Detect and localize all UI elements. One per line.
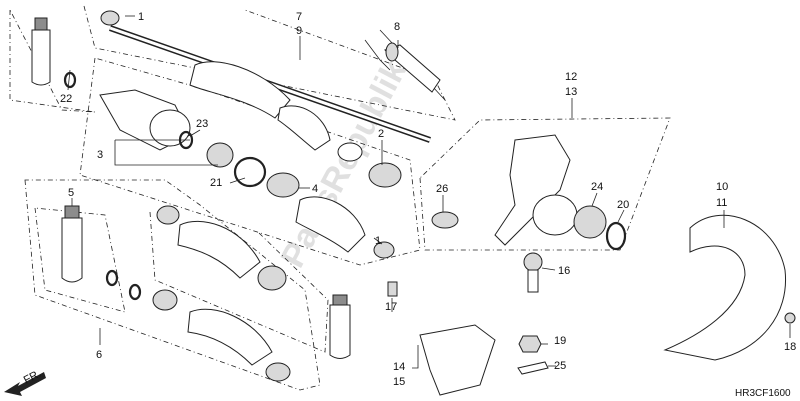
callout-26: 26 bbox=[436, 183, 448, 195]
boot-kit-sub-box bbox=[149, 211, 329, 353]
seal-26 bbox=[431, 211, 459, 229]
callout-9: 9 bbox=[296, 25, 302, 37]
band-clamp-kit-1 bbox=[156, 205, 180, 225]
grease-group-box bbox=[9, 9, 96, 113]
spider-bearing bbox=[206, 142, 234, 168]
band-clamp-kit-2 bbox=[257, 265, 287, 291]
callout-3: 3 bbox=[97, 149, 103, 161]
grease-tube-kit bbox=[329, 304, 351, 359]
grease-tube-5-cap bbox=[64, 205, 80, 219]
callout-12: 12 bbox=[565, 71, 577, 83]
inner-joint-cup bbox=[149, 109, 191, 147]
callout-6: 6 bbox=[96, 349, 102, 361]
leader-23 bbox=[189, 129, 201, 137]
callout-14: 14 bbox=[393, 361, 405, 373]
bracket-14 bbox=[419, 324, 496, 396]
callout-2: 2 bbox=[378, 128, 384, 140]
grease-tube-top-cap bbox=[34, 17, 48, 31]
snap-ring-b bbox=[128, 283, 142, 301]
callout-24: 24 bbox=[591, 181, 603, 193]
callout-11: 11 bbox=[716, 197, 727, 209]
shaft-boot-inner bbox=[189, 61, 291, 119]
callout-1-top: 1 bbox=[138, 11, 144, 23]
shaft-boot-outer bbox=[277, 105, 331, 151]
callout-20: 20 bbox=[617, 199, 629, 211]
boot-kit-upper bbox=[177, 220, 261, 279]
direction-label: FR. bbox=[22, 368, 43, 387]
ball-joint-16-stud bbox=[527, 269, 539, 293]
leader-21 bbox=[229, 177, 246, 184]
outer-joint-head bbox=[337, 142, 363, 162]
bearing-24 bbox=[573, 205, 607, 239]
band-clamp-kit-4 bbox=[265, 362, 291, 382]
snap-ring-22 bbox=[63, 71, 77, 89]
leader-14-15 bbox=[412, 345, 419, 369]
callout-5: 5 bbox=[68, 187, 74, 199]
callout-19: 19 bbox=[554, 335, 566, 347]
circlip-20 bbox=[605, 221, 627, 251]
band-clamp-4-top bbox=[266, 172, 300, 198]
nut-19 bbox=[518, 335, 542, 353]
callout-15: 15 bbox=[393, 376, 405, 388]
leader-3 bbox=[114, 140, 218, 166]
callout-4: 4 bbox=[312, 183, 318, 195]
callout-18: 18 bbox=[784, 341, 796, 353]
knuckle-bore bbox=[532, 194, 578, 236]
callout-25: 25 bbox=[554, 360, 566, 372]
band-clamp-1-top bbox=[100, 10, 120, 26]
leader-24 bbox=[591, 192, 598, 207]
boot-kit-outer-box bbox=[24, 179, 321, 391]
leader-22 bbox=[67, 69, 71, 91]
callout-17: 17 bbox=[385, 301, 397, 313]
callout-23: 23 bbox=[196, 118, 208, 130]
shaft-group-box bbox=[83, 5, 456, 121]
boot-4 bbox=[295, 196, 366, 253]
callout-13: 13 bbox=[565, 86, 577, 98]
leader-16 bbox=[541, 267, 556, 271]
cotter-pin-25 bbox=[517, 361, 549, 375]
bolt-17 bbox=[387, 281, 398, 297]
band-clamp-1-bottom bbox=[373, 241, 395, 259]
boot-kit-inner-box bbox=[34, 207, 126, 313]
diagram-code: HR3CF1600 bbox=[735, 388, 791, 399]
callout-22: 22 bbox=[60, 93, 72, 105]
bolt-18 bbox=[784, 312, 796, 324]
snap-ring-a bbox=[105, 269, 119, 287]
callout-8: 8 bbox=[394, 21, 400, 33]
knuckle-12 bbox=[494, 134, 571, 246]
stop-ring-21 bbox=[233, 156, 267, 188]
stub-shaft-8-flange bbox=[385, 42, 399, 62]
callout-16: 16 bbox=[558, 265, 570, 277]
band-clamp-2 bbox=[368, 162, 402, 188]
boot-kit-lower bbox=[187, 308, 273, 366]
ball-joint-16-head bbox=[523, 252, 543, 272]
band-clamp-kit-3 bbox=[152, 289, 178, 311]
leader-8-frame bbox=[364, 39, 391, 71]
leader-20 bbox=[617, 209, 625, 223]
grease-tube-5 bbox=[61, 217, 83, 283]
callout-10: 10 bbox=[716, 181, 728, 193]
knuckle-group-box bbox=[419, 117, 671, 251]
leader-1-bottom bbox=[373, 237, 383, 245]
callout-21: 21 bbox=[210, 177, 222, 189]
callout-7: 7 bbox=[296, 11, 302, 23]
front-direction-arrow-icon bbox=[4, 372, 46, 396]
disk-cover-10 bbox=[663, 214, 787, 361]
grease-tube-top bbox=[31, 29, 51, 86]
callout-1-bottom: 1 bbox=[375, 235, 381, 247]
grease-tube-kit-cap bbox=[332, 294, 348, 306]
